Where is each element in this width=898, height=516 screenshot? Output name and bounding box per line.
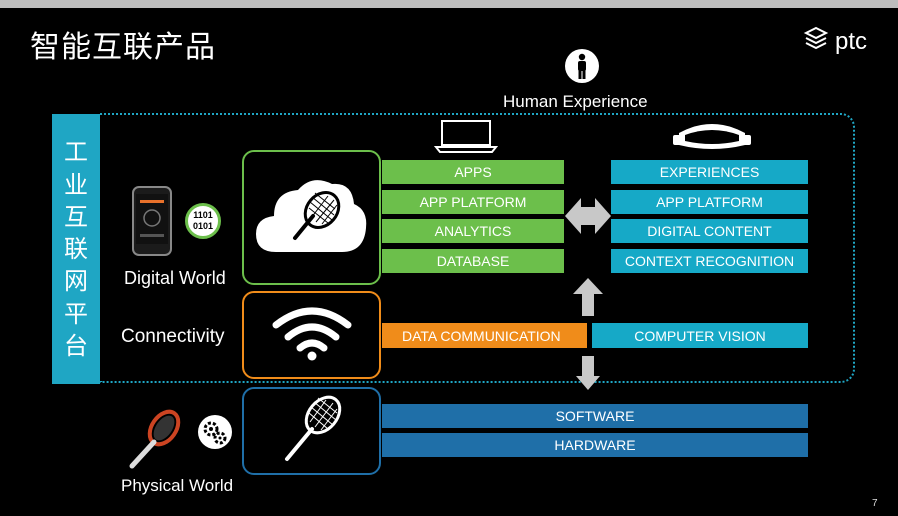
platform-char: 工 bbox=[64, 138, 88, 167]
physical-world-label: Physical World bbox=[121, 476, 234, 495]
ptc-logo: ptc bbox=[803, 26, 867, 57]
gears-icon bbox=[197, 414, 233, 455]
binary-line: 0101 bbox=[192, 221, 214, 231]
stack-bar-experiences: EXPERIENCES bbox=[611, 160, 808, 184]
platform-char: 平 bbox=[64, 299, 88, 328]
cloud-racket-icon bbox=[254, 172, 370, 263]
down-arrow-icon bbox=[576, 356, 600, 395]
platform-char: 业 bbox=[64, 170, 88, 199]
racket-outline-icon bbox=[277, 393, 347, 470]
hardware-bar: HARDWARE bbox=[382, 433, 808, 457]
stack-bar-app-platform: APP PLATFORM bbox=[382, 190, 564, 214]
binary-icon: 1101 0101 bbox=[185, 203, 221, 239]
stack-bar-database: DATABASE bbox=[382, 249, 564, 273]
platform-char: 网 bbox=[64, 267, 88, 296]
ptc-logo-text: ptc bbox=[835, 27, 868, 55]
computer-vision-bar: COMPUTER VISION bbox=[592, 323, 808, 348]
laptop-icon bbox=[433, 119, 499, 158]
bidirectional-arrow-icon bbox=[565, 196, 611, 241]
stack-bar-apps: APPS bbox=[382, 160, 564, 184]
page-title: 智能互联产品 bbox=[30, 30, 216, 65]
top-bar bbox=[0, 0, 898, 8]
wifi-icon bbox=[272, 305, 352, 366]
racket-icon bbox=[126, 408, 182, 475]
stack-bar-digital-content: DIGITAL CONTENT bbox=[611, 219, 808, 243]
binary-line: 1101 bbox=[193, 210, 213, 220]
software-bar: SOFTWARE bbox=[382, 404, 808, 428]
person-icon bbox=[564, 48, 600, 89]
connectivity-label: Connectivity bbox=[121, 326, 225, 347]
human-experience-label: Human Experience bbox=[503, 92, 648, 111]
platform-char: 台 bbox=[64, 331, 88, 360]
industrial-internet-platform-bar: 工 业 互 联 网 平 台 bbox=[52, 114, 100, 384]
connectivity-box bbox=[242, 291, 381, 379]
physical-world-box bbox=[242, 387, 381, 475]
platform-dotted-frame bbox=[100, 113, 855, 383]
up-arrow-icon bbox=[573, 278, 603, 321]
page-number: 7 bbox=[872, 498, 878, 509]
digital-world-box bbox=[242, 150, 381, 285]
stack-bar-context-recognition: CONTEXT RECOGNITION bbox=[611, 249, 808, 273]
stack-bar-analytics: ANALYTICS bbox=[382, 219, 564, 243]
digital-world-label: Digital World bbox=[124, 268, 226, 288]
headset-icon bbox=[673, 119, 751, 158]
platform-char: 联 bbox=[64, 235, 88, 263]
ptc-logo-icon bbox=[803, 26, 829, 57]
platform-char: 互 bbox=[64, 202, 88, 231]
stack-bar-app-platform-ar: APP PLATFORM bbox=[611, 190, 808, 214]
smartphone-icon bbox=[132, 186, 172, 261]
data-communication-bar: DATA COMMUNICATION bbox=[382, 323, 587, 348]
